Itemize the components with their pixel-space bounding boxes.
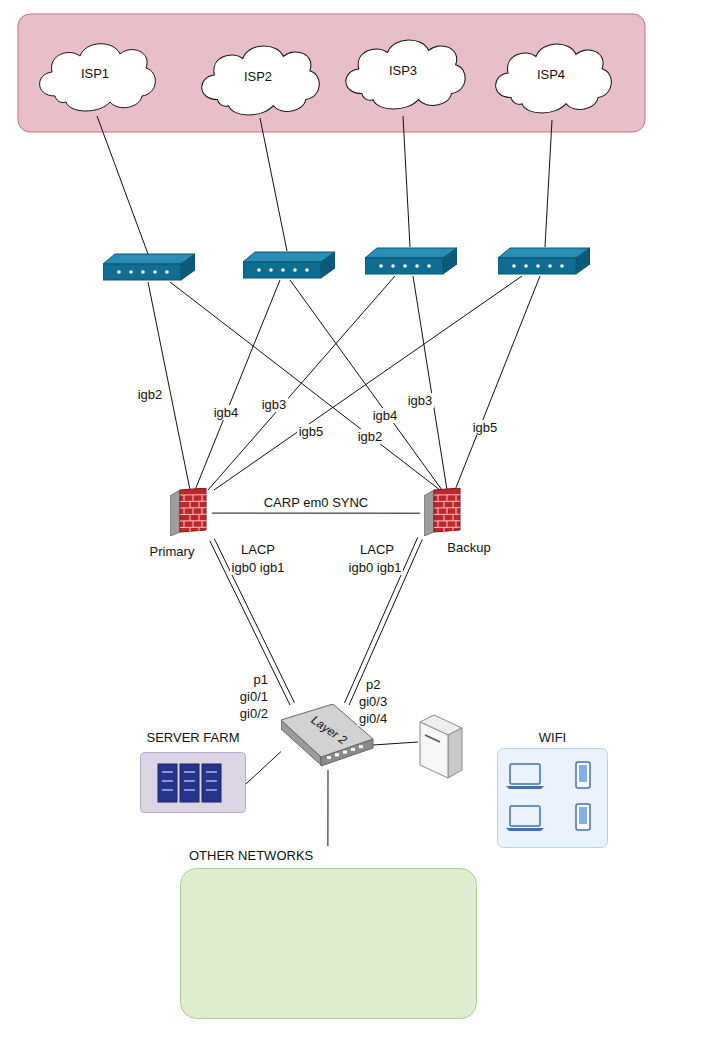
connector-line (246, 752, 281, 784)
uplink-wires (97, 116, 552, 745)
port-label: igb5 (471, 420, 500, 435)
modem (498, 248, 590, 274)
access-point (420, 715, 462, 778)
connector-line (345, 537, 418, 703)
port-label: igb3 (260, 397, 289, 412)
isp-band (18, 14, 645, 132)
node-text: ISP4 (486, 67, 616, 83)
cloud-node: ISP2 (192, 38, 324, 118)
node-text: SERVER FARM (130, 730, 256, 746)
connector-line (327, 770, 328, 846)
node-text: ISP1 (30, 66, 160, 82)
port-label: gi0/2 (238, 706, 270, 721)
other-node: OTHER NETWORKS (180, 846, 477, 1019)
cloud-node: ISP1 (30, 36, 160, 114)
connector (210, 539, 295, 706)
connector (246, 752, 281, 784)
connector-line (210, 541, 290, 705)
firewall-icon (170, 488, 208, 536)
connector (345, 537, 423, 705)
network-area (180, 868, 477, 1019)
port-label: LACP (239, 542, 277, 557)
port-label: p2 (364, 677, 382, 692)
cloud-node: ISP4 (486, 36, 616, 116)
port-label: igb3 (406, 393, 435, 408)
node-text: ISP3 (336, 63, 470, 79)
node-text: ISP2 (192, 69, 324, 85)
port-label: gi0/3 (357, 694, 389, 709)
fw-node: Backup (420, 488, 498, 560)
edge-label: CARP em0 SYNC (262, 495, 371, 510)
port-label: LACP (358, 542, 396, 557)
port-label: igb4 (371, 408, 400, 423)
wifi-box (497, 748, 608, 848)
connector (327, 770, 328, 846)
server-farm-box (140, 752, 246, 814)
node-text: OTHER NETWORKS (189, 848, 313, 864)
servers-node: SERVER FARM (140, 728, 246, 814)
node-text: WIFI (497, 730, 608, 746)
fw-node: Primary (140, 488, 212, 564)
port-label: igb2 (356, 429, 385, 444)
connector (212, 513, 420, 514)
port-label: igb2 (136, 387, 165, 402)
port-label: igb0 igb1 (347, 560, 404, 575)
modem (103, 254, 195, 280)
port-label: igb5 (297, 424, 326, 439)
port-label: gi0/4 (357, 711, 389, 726)
modem (365, 248, 457, 274)
modem (243, 252, 335, 278)
node-text: Backup (440, 540, 498, 556)
port-label: gi0/1 (238, 689, 270, 704)
firewall-icon (424, 488, 462, 536)
wifi-node: WIFI (497, 730, 608, 848)
connector-line (214, 539, 294, 703)
cloud-node: ISP3 (336, 32, 470, 112)
port-label: igb4 (212, 405, 241, 420)
port-label: igb0 igb1 (230, 560, 287, 575)
node-text: Primary (140, 544, 204, 560)
port-label: p1 (252, 672, 270, 687)
connector-line (212, 513, 420, 514)
